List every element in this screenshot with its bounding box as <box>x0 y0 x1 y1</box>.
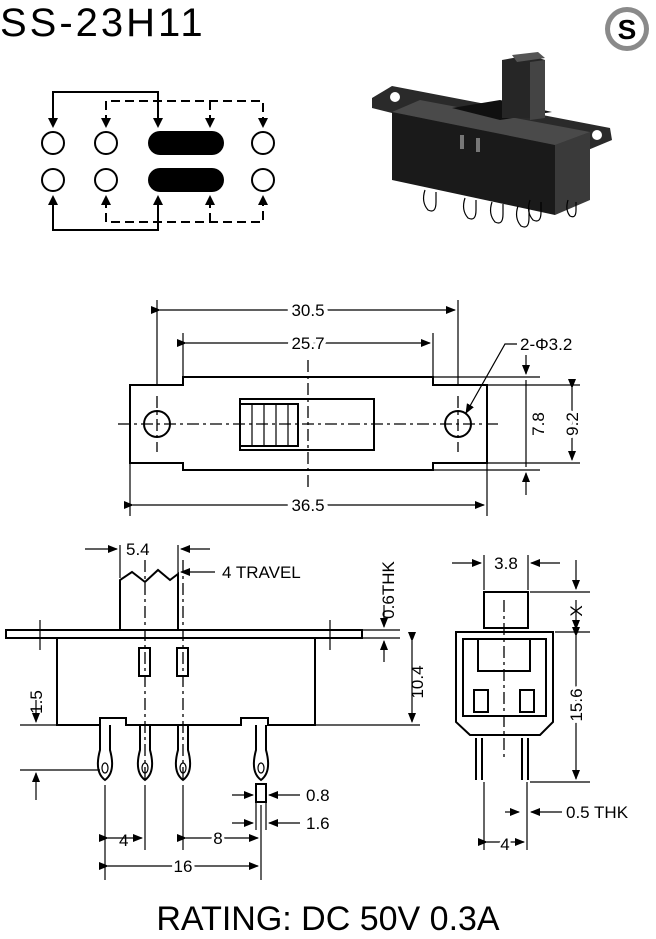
dim-travel: 4 TRAVEL <box>222 563 301 582</box>
mounting-flange <box>5 629 363 639</box>
dim-pitch-b: 8 <box>213 829 222 848</box>
top-view-outline <box>129 376 488 471</box>
side-actuator <box>119 568 179 630</box>
dim-pin-width-a: 0.8 <box>306 786 330 805</box>
dim-inner-height: 7.8 <box>529 412 548 436</box>
dim-actuator-height: X <box>567 605 586 616</box>
end-view <box>452 555 590 850</box>
dim-actuator-width: 5.4 <box>126 540 150 559</box>
brand-logo: S <box>605 7 649 51</box>
slider-contact-top <box>148 131 224 155</box>
dim-hole-callout: 2-Φ3.2 <box>520 335 572 354</box>
rating-text: RATING: DC 50V 0.3A <box>156 900 500 938</box>
dim-overall-length: 30.5 <box>291 301 324 320</box>
dim-hole-pitch: 25.7 <box>291 334 324 353</box>
dim-pin-thickness: 0.5 THK <box>566 803 629 822</box>
side-body <box>56 638 316 726</box>
end-actuator <box>483 591 529 629</box>
actuator-knob <box>239 403 299 447</box>
circuit-schematic <box>41 91 275 231</box>
dim-pin-offset: 1.5 <box>27 690 46 714</box>
dim-end-actuator-width: 3.8 <box>494 554 518 573</box>
dim-body-length: 36.5 <box>291 496 324 515</box>
end-body <box>455 631 554 736</box>
product-illustration <box>372 52 612 228</box>
dim-pitch-a: 4 <box>119 831 128 850</box>
logo-letter: S <box>618 14 637 45</box>
dim-flange-thickness: 0.6THK <box>379 561 398 619</box>
slider-contact-bottom <box>148 168 224 192</box>
dim-end-body-height: 15.6 <box>567 688 586 721</box>
dim-pin-spacing: 4 <box>500 835 509 854</box>
dim-outer-height: 9.2 <box>563 412 582 436</box>
dim-pitch-total: 16 <box>174 857 193 876</box>
side-view <box>5 545 420 880</box>
part-number-title: SS-23H11 <box>0 1 206 45</box>
dim-pin-width-b: 1.6 <box>306 814 330 833</box>
dim-body-height: 10.4 <box>408 665 427 698</box>
top-view <box>118 300 580 516</box>
